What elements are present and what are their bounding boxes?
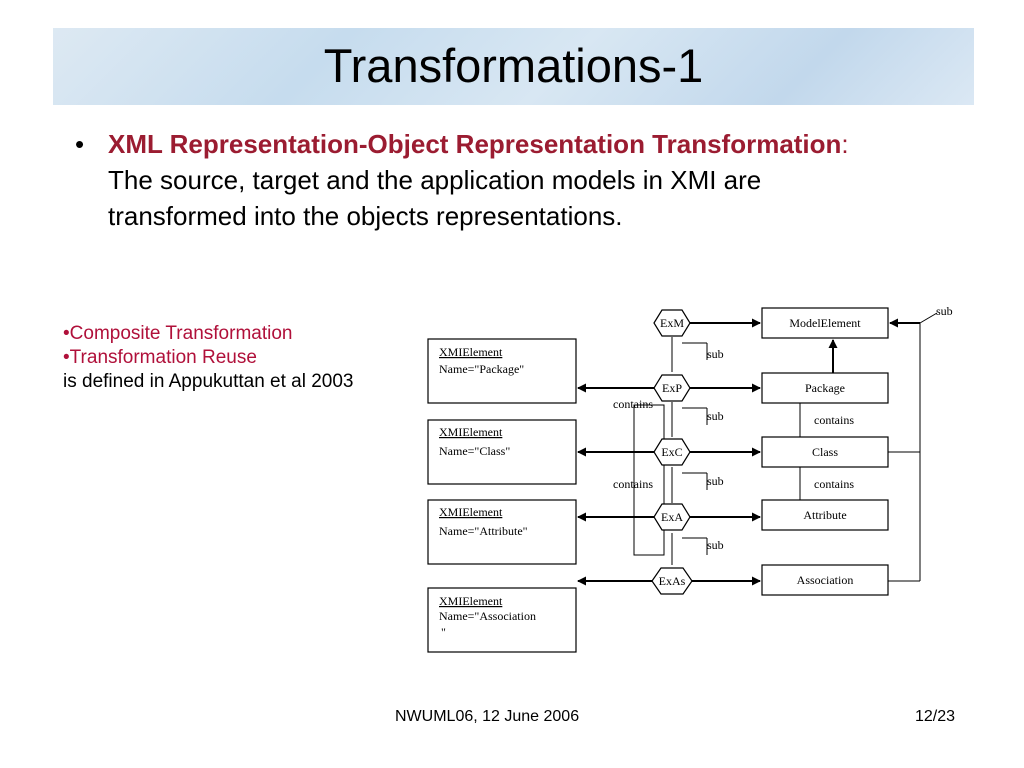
xmi-name: Name="Association: [439, 609, 536, 623]
svg-text:Package: Package: [805, 381, 845, 395]
footer-center: NWUML06, 12 June 2006: [395, 708, 580, 725]
hexagon-exm: ExM: [653, 309, 691, 337]
xmi-label: XMIElement: [439, 594, 503, 608]
xmi-element-association: XMIElement Name="Association ": [427, 587, 577, 653]
hexagon-exa: ExA: [653, 503, 691, 531]
bullet-bold-term: XML Representation-Object Representation…: [108, 129, 842, 159]
label-sub: sub: [707, 474, 724, 488]
label-contains: contains: [613, 397, 653, 411]
svg-text:ExP: ExP: [662, 381, 682, 395]
bullet-text: XML Representation-Object Representation…: [108, 126, 868, 234]
label-sub: sub: [707, 347, 724, 361]
xmi-label: XMIElement: [439, 505, 503, 519]
bullet-marker: •: [75, 129, 85, 159]
svg-text:Association: Association: [797, 573, 854, 587]
xmi-element-class: XMIElement Name="Class": [427, 419, 577, 485]
title-bar: Transformations-1: [53, 28, 974, 105]
svg-text:ModelElement: ModelElement: [789, 316, 861, 330]
model-class: Class: [761, 436, 889, 468]
model-modelelement: ModelElement: [761, 307, 889, 339]
side-note: is defined in Appukuttan et al 2003: [63, 371, 354, 392]
xmi-name: Name="Package": [439, 362, 524, 376]
svg-text:ExA: ExA: [661, 510, 683, 524]
side-notes: •Composite Transformation •Transformatio…: [63, 322, 403, 394]
contains-bracket: [633, 404, 665, 556]
hexagon-exc: ExC: [653, 438, 691, 466]
xmi-name: Name="Attribute": [439, 524, 528, 538]
transformation-diagram: XMIElement Name="Package" XMIElement Nam…: [427, 304, 953, 653]
xmi-name: Name="Class": [439, 444, 510, 458]
side-item-composite: •Composite Transformation: [63, 323, 293, 344]
label-sub: sub: [707, 538, 724, 552]
bullet-colon: :: [841, 129, 849, 159]
model-association: Association: [761, 564, 889, 596]
svg-text:Attribute: Attribute: [803, 508, 846, 522]
label-contains: contains: [814, 413, 854, 427]
xmi-label: XMIElement: [439, 345, 503, 359]
label-contains: contains: [613, 477, 653, 491]
label-sub: sub: [936, 304, 953, 318]
xmi-label: XMIElement: [439, 425, 503, 439]
model-package: Package: [761, 372, 889, 404]
xmi-name-cont: ": [441, 625, 446, 639]
bullet-description: The source, target and the application m…: [108, 165, 762, 231]
xmi-element-attribute: XMIElement Name="Attribute": [427, 499, 577, 565]
label-sub: sub: [707, 409, 724, 423]
footer-page-number: 12/23: [915, 708, 956, 725]
hexagon-exas: ExAs: [651, 567, 693, 595]
xmi-element-package: XMIElement Name="Package": [427, 338, 577, 404]
side-item-reuse: •Transformation Reuse: [63, 347, 257, 368]
model-attribute: Attribute: [761, 499, 889, 531]
svg-text:ExC: ExC: [661, 445, 682, 459]
svg-text:ExAs: ExAs: [659, 574, 686, 588]
svg-text:Class: Class: [812, 445, 838, 459]
label-contains: contains: [814, 477, 854, 491]
hexagon-exp: ExP: [653, 374, 691, 402]
svg-text:ExM: ExM: [660, 316, 684, 330]
slide-title: Transformations-1: [323, 39, 704, 92]
